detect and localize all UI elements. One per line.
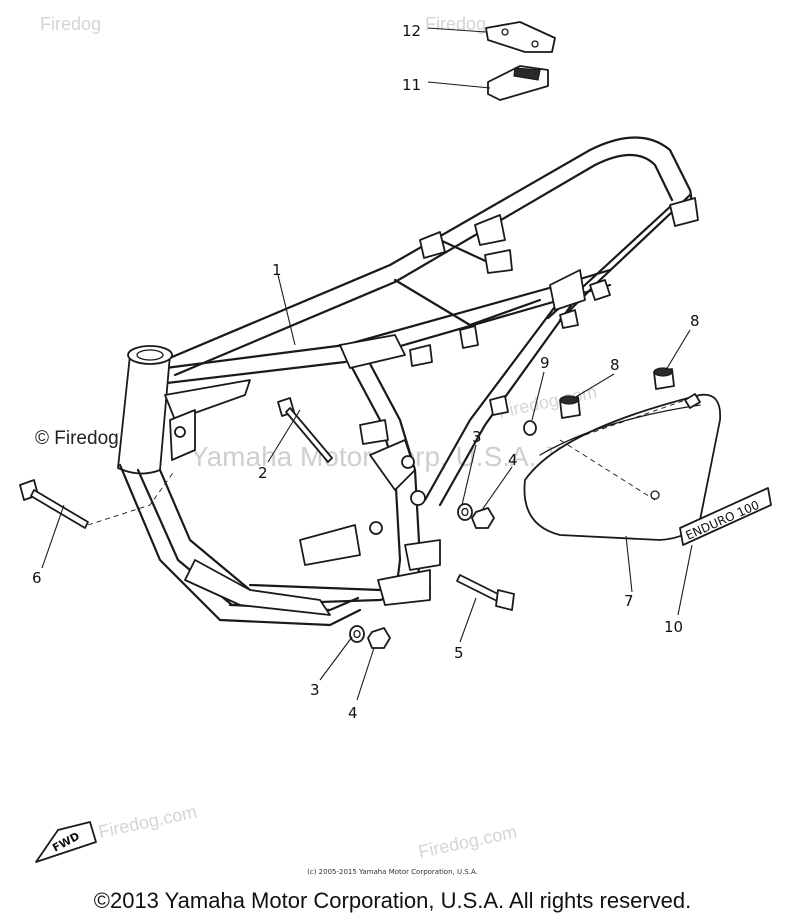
- callout-4-lower: 4: [348, 704, 358, 722]
- callout-8-right: 8: [690, 312, 700, 330]
- callout-5: 5: [454, 644, 464, 662]
- callout-11: 11: [402, 76, 421, 94]
- nut-4-lower: [367, 627, 391, 649]
- callout-1: 1: [272, 261, 282, 279]
- bolt-5: [456, 574, 515, 611]
- side-cover-7: [523, 393, 722, 541]
- leader-lines: [41, 27, 693, 701]
- fwd-arrow-icon: FWD: [35, 821, 97, 863]
- callout-9: 9: [540, 354, 550, 372]
- callout-7: 7: [624, 592, 634, 610]
- callout-6: 6: [32, 569, 42, 587]
- callout-4-upper: 4: [508, 451, 518, 469]
- callout-3-lower: 3: [310, 681, 320, 699]
- grommet-8-right: [653, 367, 675, 390]
- part-12: [485, 21, 556, 53]
- callout-3-upper: 3: [472, 428, 482, 446]
- frame-assembly: [117, 136, 699, 627]
- callout-labels: 12 11 1 2 3 4 9 8 8 7 10 5 6 3 4: [32, 22, 700, 722]
- nut-4-upper: [471, 507, 495, 529]
- washer-3-lower: [349, 625, 365, 643]
- collar-9: [523, 420, 537, 436]
- callout-10: 10: [664, 618, 683, 636]
- washer-3-upper: [457, 503, 473, 521]
- bolt-2: [277, 397, 333, 463]
- grommet-8-left: [559, 395, 581, 419]
- callout-2: 2: [258, 464, 268, 482]
- small-copyright: (c) 2005-2015 Yamaha Motor Corporation, …: [307, 868, 478, 876]
- watermark-bottom-left: Firedog.com: [97, 802, 199, 842]
- callout-8-left: 8: [610, 356, 620, 374]
- bolt-6: [19, 469, 176, 529]
- callout-12: 12: [402, 22, 421, 40]
- footer-copyright: ©2013 Yamaha Motor Corporation, U.S.A. A…: [93, 888, 692, 913]
- part-11: [487, 65, 549, 101]
- watermark-bottom-right: Firedog.com: [417, 822, 519, 862]
- watermark-top-left: Firedog: [40, 14, 101, 34]
